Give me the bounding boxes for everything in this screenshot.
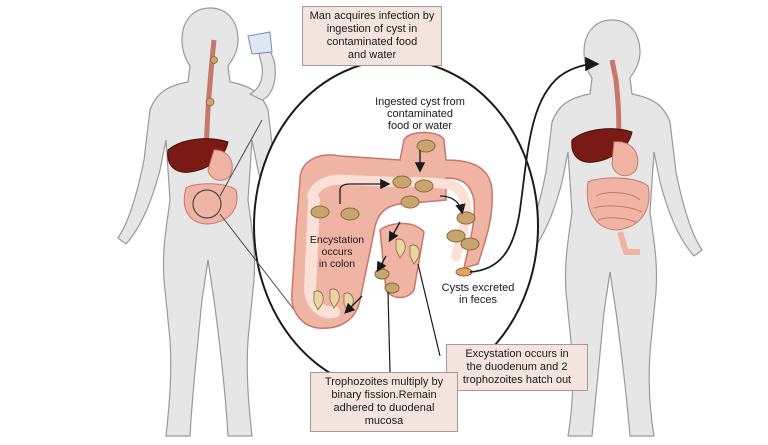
label-excystation: Excystation occurs in the duodenum and 2…: [446, 344, 588, 391]
label-ingestion: Man acquires infection by ingestion of c…: [302, 6, 442, 66]
label-ingested-cyst: Ingested cyst from contaminated food or …: [364, 96, 476, 132]
label-encystation: Encystation occurs in colon: [304, 234, 370, 270]
label-trophozoites: Trophozoites multiply by binary fission.…: [310, 372, 458, 432]
label-cysts-excreted: Cysts excreted in feces: [430, 282, 526, 306]
